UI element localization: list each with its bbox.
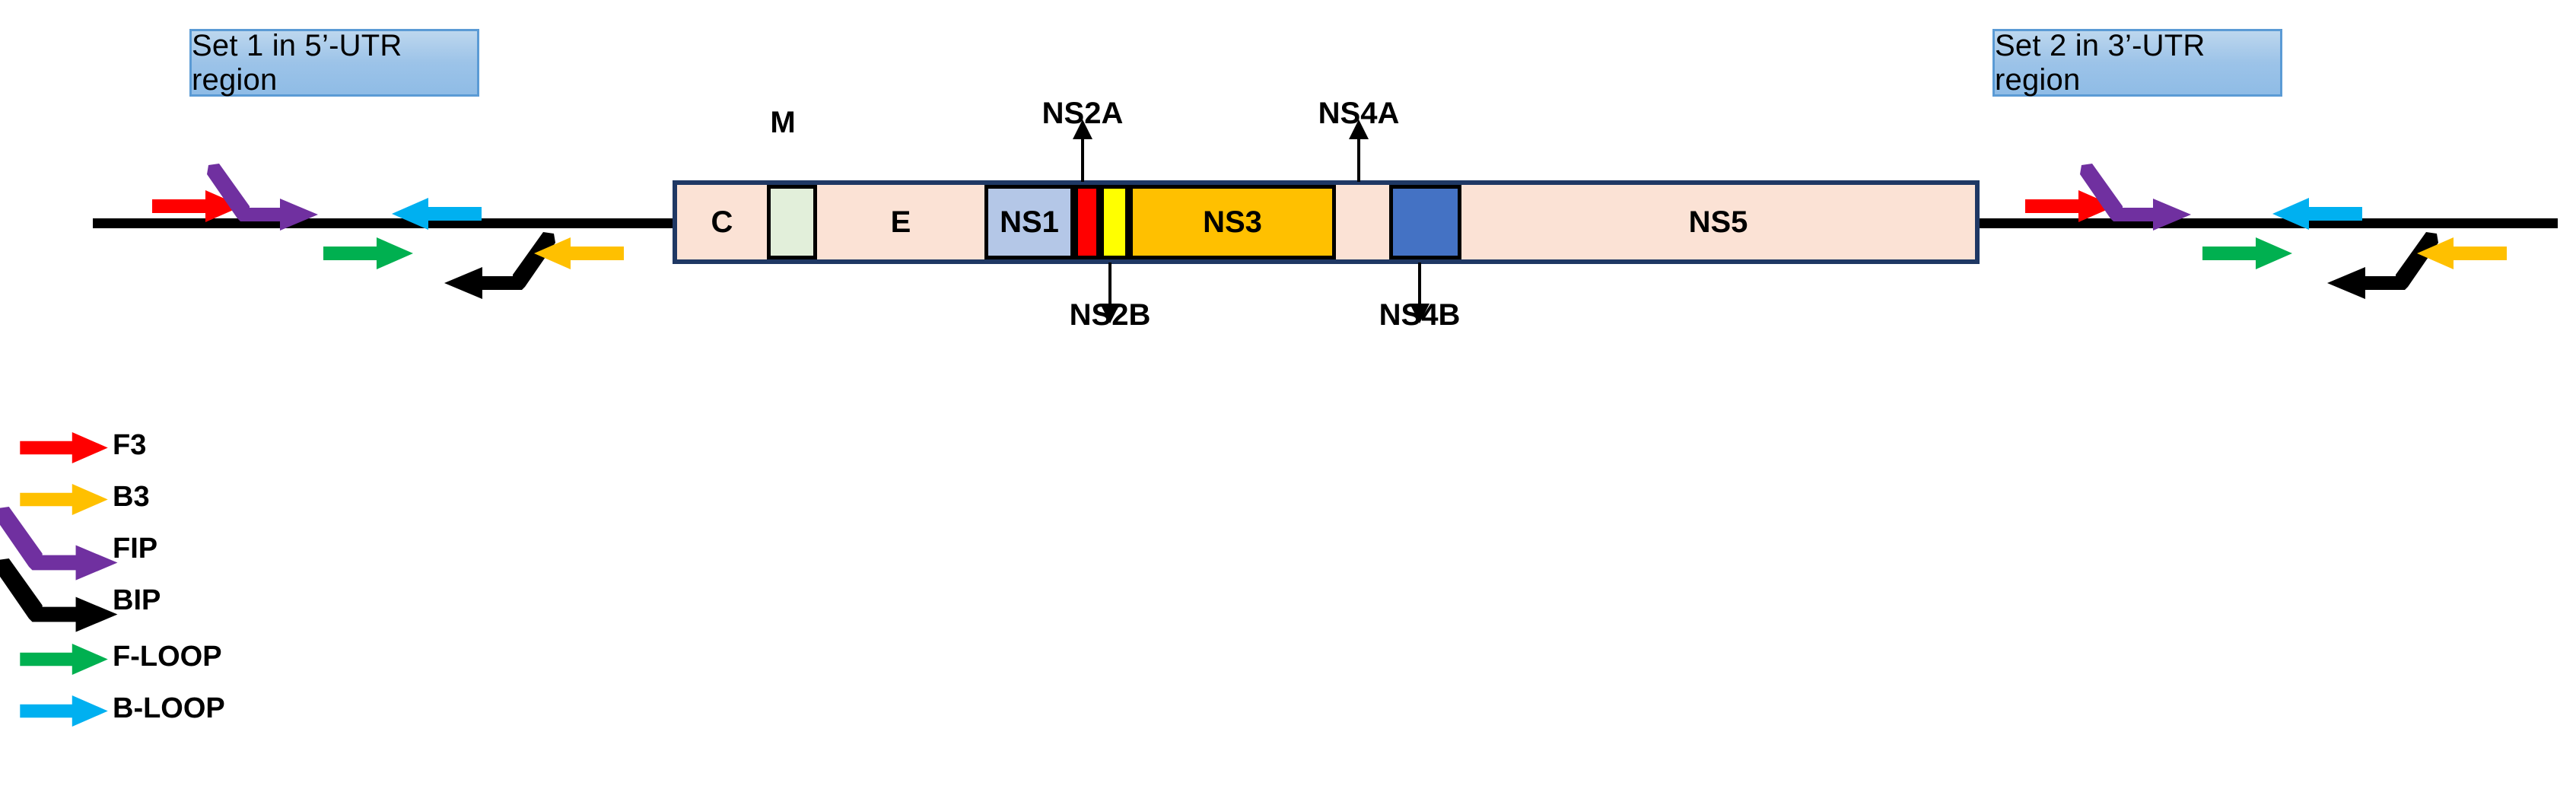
legend-label-f3: F3 [113,429,147,461]
arrow-right-icon [152,190,242,222]
genome-segment-ns1: NS1 [984,185,1074,259]
arrow-left-icon [2272,198,2362,230]
legend-item-f-loop: F-LOOP [0,638,222,679]
primer-arrow-bip [2324,232,2438,306]
arrow-bent-right-icon [207,164,318,231]
genome-segment-ns5: NS5 [1461,185,1975,259]
legend-label-fip: FIP [113,533,158,565]
arrow-left-icon [2417,237,2507,269]
genome-segment-ns4b [1389,185,1461,259]
arrow-right-icon [2025,190,2115,222]
legend-label-f-loop: F-LOOP [113,641,222,673]
primer-arrow-fip [2080,164,2194,237]
genome-callout-arrowhead-ns2a-icon [1073,119,1092,139]
legend-arrow-b3-icon [0,478,113,519]
genome-bar: C E NS1 NS3 NS5 [673,180,1980,264]
legend-item-b3: B3 [0,478,150,519]
genome-segment-ns4a [1336,185,1389,259]
genome-callout-arrowhead-ns4b-icon [1410,304,1430,323]
primer-arrow-b-loop [390,196,482,235]
genome-callout-line-ns4b [1418,262,1421,305]
arrow-bent-right-icon [0,558,118,632]
arrow-bent-right-icon [0,507,118,581]
genome-backbone-left [93,218,679,228]
legend-label-bip: BIP [113,584,161,616]
arrow-right-icon [323,237,413,269]
legend-arrow-f3-icon [0,426,113,467]
legend-item-fip: FIP [0,507,158,581]
genome-segment-m [767,185,817,259]
set-label-text-set2: Set 2 in 3’-UTR region [1995,28,2206,97]
arrow-right-icon [2202,237,2292,269]
genome-segment-label: NS5 [1688,205,1748,239]
legend-label-b-loop: B-LOOP [113,692,225,724]
genome-segment-label: NS1 [1000,205,1059,239]
primer-arrow-b-loop [2271,196,2362,235]
legend-arrow-bip-icon [0,558,118,632]
legend-item-bip: BIP [0,558,161,632]
arrow-right-icon [20,643,108,676]
primer-arrow-b3 [2415,236,2507,275]
primer-arrow-fip [207,164,321,237]
arrow-right-icon [20,695,108,727]
set-label-text-set1: Set 1 in 5’-UTR region [192,28,402,97]
primer-arrow-f-loop [2202,236,2294,275]
arrow-bent-left-icon [444,232,555,299]
arrow-bent-right-icon [2080,164,2191,231]
genome-callout-label-m: M [770,106,796,139]
genome-segment-c: C [677,185,767,259]
legend-item-f3: F3 [0,426,146,467]
legend-arrow-b-loop-icon [0,689,113,730]
primer-arrow-f-loop [323,236,415,275]
genome-callout-arrowhead-ns4a-icon [1349,119,1369,139]
set-label-box-set1: Set 1 in 5’-UTR region [189,29,479,97]
genome-segment-ns2a [1074,185,1100,259]
genome-callout-line-ns2a [1081,138,1084,182]
genome-segment-label: C [711,205,733,239]
genome-segment-e: E [817,185,984,259]
legend-arrow-fip-icon [0,507,118,581]
primer-arrow-f3 [152,189,243,227]
genome-callout-line-ns2b [1108,262,1111,305]
primer-arrow-b3 [533,236,624,275]
genome-segment-ns3: NS3 [1129,185,1336,259]
arrow-bent-left-icon [2327,232,2438,299]
arrow-right-icon [20,431,108,464]
legend-arrow-f-loop-icon [0,638,113,679]
set-label-box-set2: Set 2 in 3’-UTR region [1992,29,2282,97]
arrow-left-icon [392,198,482,230]
primer-arrow-f3 [2025,189,2116,227]
arrow-left-icon [534,237,624,269]
legend-label-b3: B3 [113,481,150,513]
genome-segment-label: NS3 [1203,205,1262,239]
legend-item-b-loop: B-LOOP [0,689,225,730]
genome-segment-ns2b [1100,185,1129,259]
arrow-right-icon [20,483,108,516]
genome-callout-arrowhead-ns2b-icon [1100,304,1120,323]
primer-arrow-bip [441,232,555,306]
genome-segment-label: E [890,205,911,239]
genome-callout-line-ns4a [1357,138,1360,182]
